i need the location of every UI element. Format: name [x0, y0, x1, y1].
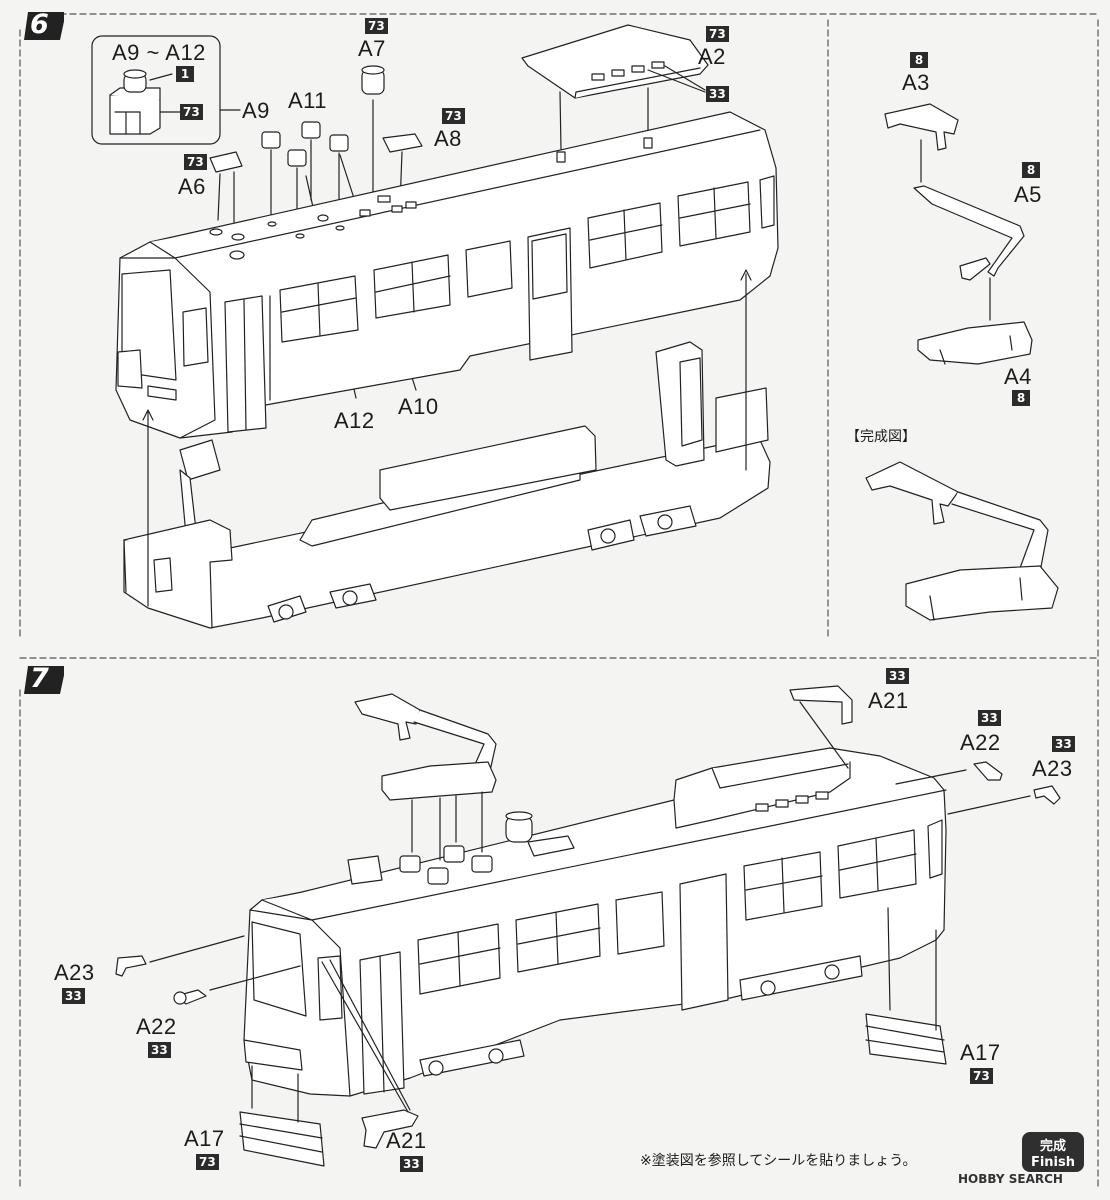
badge-a17-right: 73 — [970, 1068, 993, 1084]
watermark: HOBBY SEARCH — [958, 1172, 1063, 1186]
label-a21-top: A21 — [868, 688, 909, 713]
tram-body-step6 — [115, 111, 779, 439]
chassis-wheels — [278, 514, 673, 620]
label-a10: A10 — [398, 394, 439, 419]
step-6-number: 6 — [30, 9, 49, 40]
label-a6: A6 — [178, 174, 206, 199]
pantograph-parts — [884, 103, 1033, 365]
inset-title: A9 ~ A12 — [112, 40, 206, 65]
label-a2: A2 — [698, 44, 726, 69]
badge-a23-left: 33 — [62, 988, 85, 1004]
badge-inset-top: 1 — [176, 66, 194, 82]
label-a22-right: A22 — [960, 730, 1001, 755]
label-a21-bottom: A21 — [386, 1128, 427, 1153]
label-a7: A7 — [358, 36, 386, 61]
tram-body-step7 — [243, 747, 947, 1097]
label-a9: A9 — [242, 98, 270, 123]
step-6-marker — [24, 12, 64, 40]
badge-a22-right: 33 — [978, 710, 1001, 726]
finish-label-en: Finish — [1030, 1155, 1076, 1170]
badge-a5: 8 — [1022, 162, 1040, 178]
badge-a3: 8 — [910, 52, 928, 68]
label-a22-left: A22 — [136, 1014, 177, 1039]
badge-a22-left: 33 — [148, 1042, 171, 1058]
label-a8: A8 — [434, 126, 462, 151]
tram-chassis-step6 — [123, 341, 771, 629]
inset-box — [91, 35, 221, 145]
label-a3: A3 — [902, 70, 930, 95]
label-a11: A11 — [288, 88, 328, 113]
label-a23-right: A23 — [1032, 756, 1073, 781]
finish-label-jp: 完成 — [1039, 1139, 1066, 1154]
step7-wheels — [428, 964, 840, 1076]
completed-diagram-label: 【完成図】 — [846, 429, 916, 445]
step-7-marker — [24, 666, 64, 694]
finish-badge: 完成 Finish — [1022, 1132, 1084, 1172]
badge-a21-top: 33 — [886, 668, 909, 684]
badge-a17-left: 73 — [196, 1154, 219, 1170]
chassis-arrows — [142, 269, 752, 607]
step-7-number: 7 — [30, 663, 49, 694]
badge-a8: 73 — [442, 108, 465, 124]
badge-a6: 73 — [184, 154, 207, 170]
label-a17-left: A17 — [184, 1126, 225, 1151]
label-a4: A4 — [1004, 364, 1032, 389]
roof-small-parts — [209, 65, 423, 173]
pantograph-completed — [865, 461, 1059, 621]
roof-holes — [209, 137, 653, 260]
label-a23-left: A23 — [54, 960, 95, 985]
label-a17-right: A17 — [960, 1040, 1001, 1065]
roof-part-arrows — [217, 87, 649, 231]
label-a12: A12 — [334, 408, 375, 433]
badge-a7: 73 — [365, 18, 388, 34]
roof-cover-part — [521, 24, 709, 99]
step7-arrows — [149, 701, 1031, 1123]
label-a5: A5 — [1014, 182, 1042, 207]
sticker-note: ※塗装図を参照してシールを貼りましょう。 — [640, 1153, 917, 1169]
badge-a4: 8 — [1012, 390, 1030, 406]
badge-a21-bottom: 33 — [400, 1156, 423, 1172]
step7-roof-parts — [115, 685, 1061, 1167]
inset-part — [109, 69, 161, 135]
panel-borders — [19, 13, 1099, 1191]
badge-inset-side: 73 — [180, 104, 203, 120]
badge-a2: 73 — [706, 26, 729, 42]
badge-a2-vent: 33 — [706, 86, 729, 102]
badge-a23-right: 33 — [1052, 736, 1075, 752]
